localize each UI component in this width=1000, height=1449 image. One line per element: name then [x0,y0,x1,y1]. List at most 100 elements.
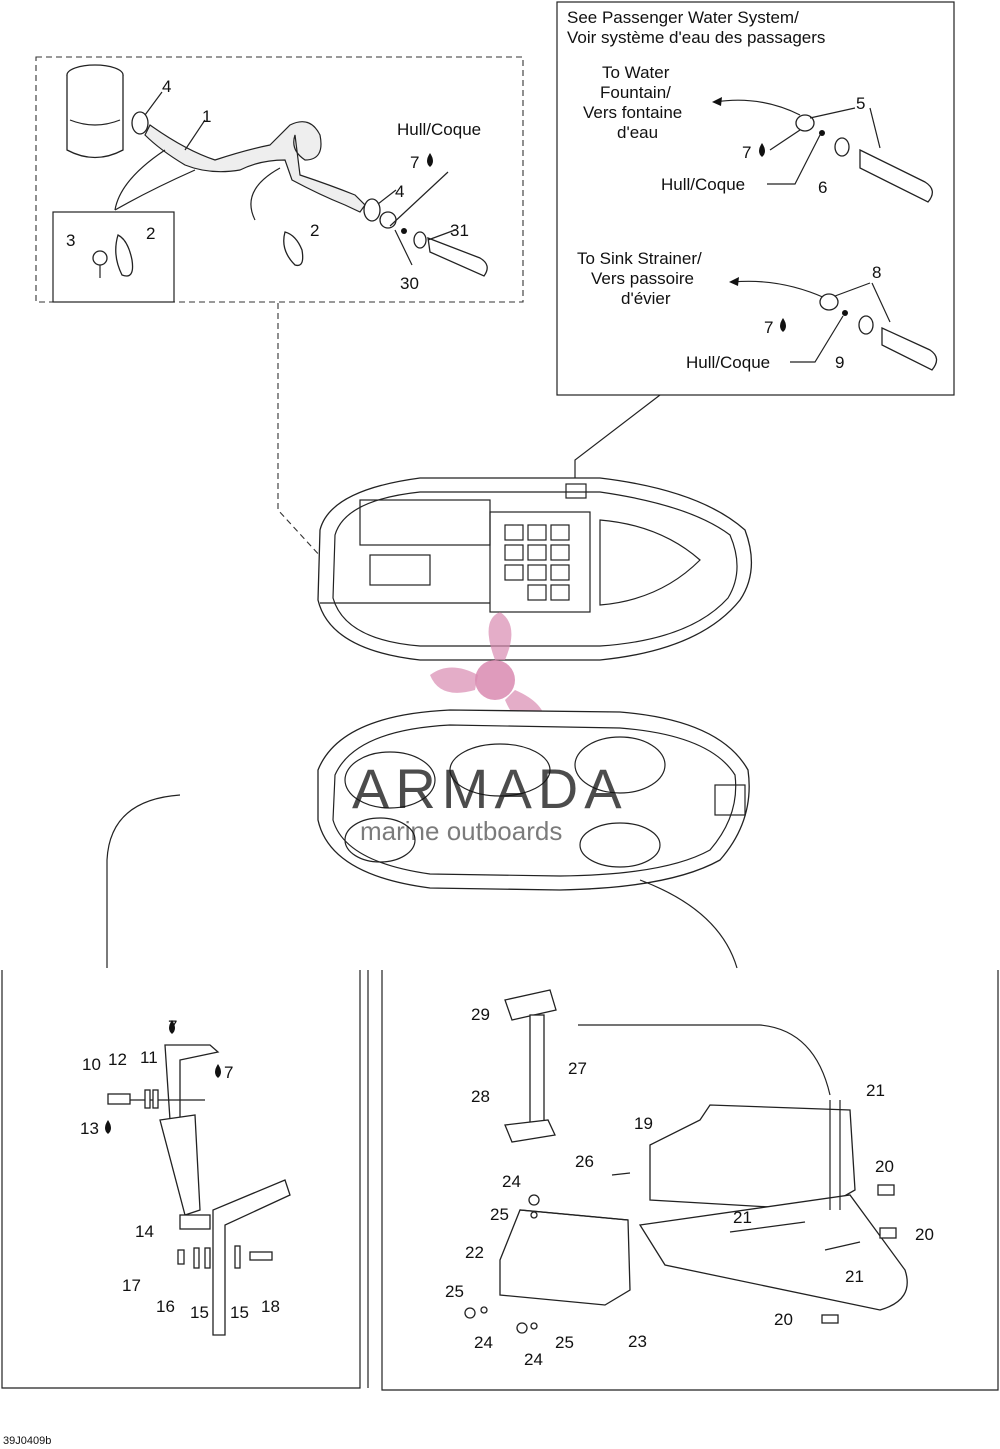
left-detail-frame [1,970,361,1389]
sealant-dot [401,228,407,234]
callout-14: 14 [135,1222,154,1241]
hull-angle [212,1179,291,1336]
callout-27: 27 [568,1059,587,1078]
fountain-label-4: d'eau [617,123,658,142]
callout-4a: 4 [162,77,171,96]
leader-to-tray [578,1024,831,1096]
callout-15a: 15 [190,1303,209,1322]
callout-13: 13 [80,1119,99,1138]
callout-2b: 2 [310,221,319,240]
callout-20c: 20 [774,1310,793,1329]
sink-label-3: d'évier [621,289,671,308]
callout-15b: 15 [230,1303,249,1322]
post-27 [529,1014,545,1126]
tie-strap-2a [115,234,134,277]
right-detail-frame [381,970,999,1391]
fountain-label-1: To Water [602,63,670,82]
nut-30 [379,211,397,229]
sink-fitting [881,326,938,371]
callout-7c: 7 [764,318,773,337]
callout-24a: 24 [502,1172,521,1191]
passenger-water-group: See Passenger Water System/ Voir système… [556,1,955,396]
callout-31: 31 [450,221,469,240]
top-plate [504,989,557,1021]
callout-7e: 7 [224,1063,233,1082]
callout-7a: 7 [410,153,419,172]
callout-11: 11 [140,1048,158,1067]
passenger-water-box [556,1,955,396]
callout-3: 3 [66,231,75,250]
callout-12: 12 [108,1050,127,1069]
callout-23: 23 [628,1332,647,1351]
washer-11 [152,1089,159,1109]
tray-base [638,1194,908,1311]
callout-5: 5 [856,94,865,113]
spacer-17 [177,1249,185,1265]
loctite-drop-icon [780,318,786,332]
leader-to-right-detail [639,879,738,969]
washer-12 [144,1089,151,1109]
hull-bottom-view [317,709,750,891]
washer-31 [413,231,427,249]
callout-6: 6 [818,178,827,197]
tray-19 [649,1104,856,1211]
callout-17: 17 [122,1276,141,1295]
callout-25a: 25 [490,1205,509,1224]
screw-3 [92,250,108,266]
callout-24c: 24 [524,1350,543,1369]
hull-grid [504,524,570,601]
callout-8: 8 [872,263,881,282]
callout-28: 28 [471,1087,490,1106]
strut-tube [159,1114,201,1216]
bin-22 [499,1209,631,1306]
callout-26: 26 [575,1152,594,1171]
washer-15a [204,1247,211,1269]
watermark-brand: ARMADA [352,757,628,820]
hull-label-right-b: Hull/Coque [686,353,770,372]
fountain-label-2: Fountain/ [600,83,671,102]
callout-4b: 4 [395,182,404,201]
water-system-title-2: Voir système d'eau des passagers [567,28,825,47]
washer-15b [234,1245,241,1269]
loctite-drop-icon [759,143,765,157]
callout-21a: 21 [866,1081,885,1100]
watermark-tagline: marine outboards [360,816,562,846]
loctite-drop-icon [215,1064,221,1078]
callout-10: 10 [82,1055,101,1074]
callout-29: 29 [471,1005,490,1024]
bolt-10 [107,1093,131,1105]
fitting-5-nut [795,114,815,132]
bracket-14 [179,1214,211,1230]
washer-6 [834,137,850,157]
callout-21b: 21 [733,1208,752,1227]
callout-25c: 25 [555,1333,574,1352]
loctite-drop-icon [105,1120,111,1134]
hull-label-right-a: Hull/Coque [661,175,745,194]
callout-16: 16 [156,1297,175,1316]
callout-9: 9 [835,353,844,372]
callout-18: 18 [261,1297,280,1316]
hull-top-view [317,477,753,661]
loctite-drop-icon [427,153,433,167]
leader-water-to-hull [574,394,661,490]
tie-strap-inset [52,211,175,303]
callout-20b: 20 [915,1225,934,1244]
fountain-arrow [714,99,801,116]
callout-30: 30 [400,274,419,293]
sink-label-1: To Sink Strainer/ [577,249,702,268]
sink-arrow [732,280,826,299]
water-system-title-1: See Passenger Water System/ [567,8,799,27]
bilge-hose-box [35,56,524,303]
clip-20c [821,1314,839,1324]
callout-7b: 7 [742,143,751,162]
bolt-18 [249,1251,273,1261]
support-bracket-detail: 7 7 10 12 11 13 14 17 16 15 15 18 [1,970,361,1389]
hose-1 [144,121,366,213]
fountain-label-3: Vers fontaine [583,103,682,122]
bilge-pump [66,64,124,159]
callout-19: 19 [634,1114,653,1133]
callout-1: 1 [202,107,211,126]
drawing-code: 39J0409b [3,1435,51,1447]
hull-fitting [427,236,488,277]
